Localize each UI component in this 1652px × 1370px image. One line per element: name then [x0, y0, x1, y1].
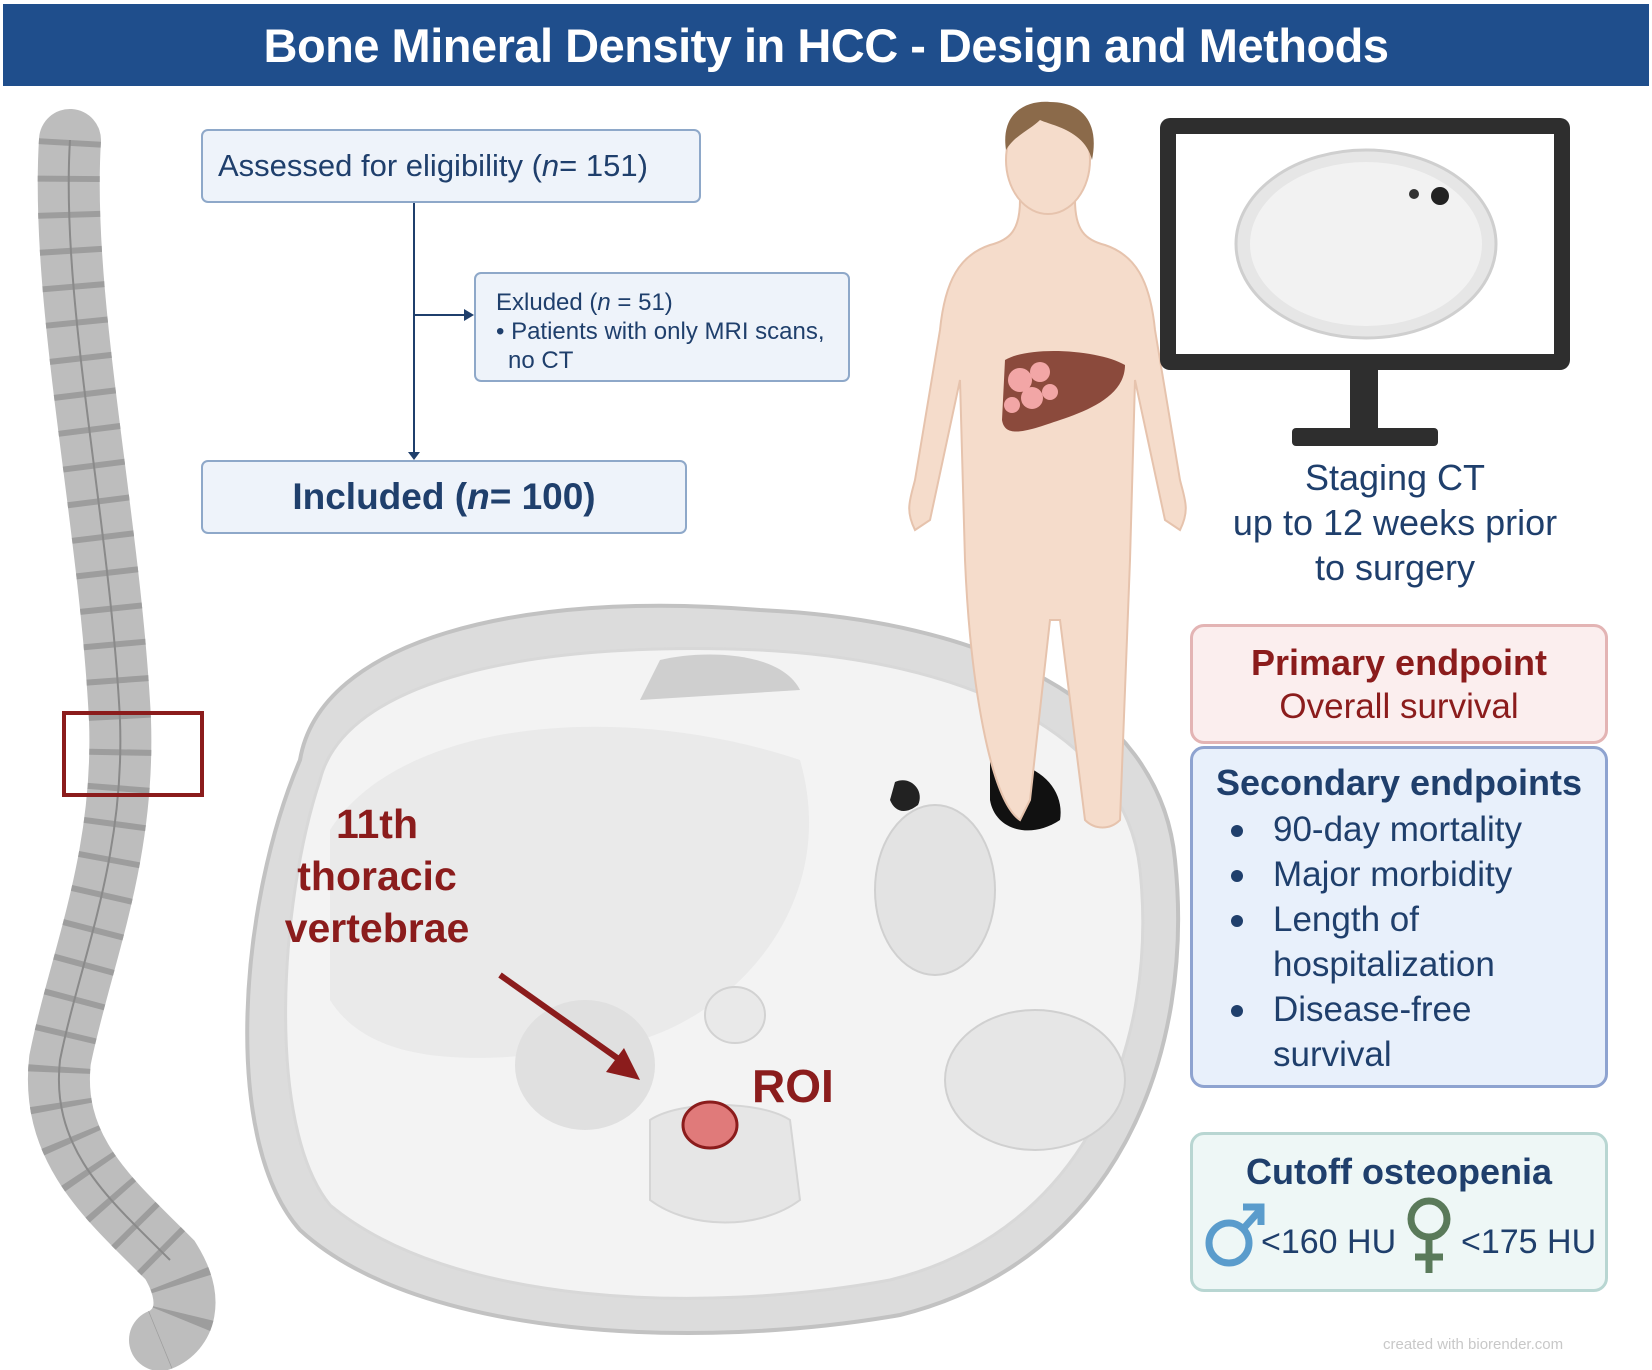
roi-label: ROI	[752, 1060, 834, 1112]
female-cutoff-value: <175 HU	[1461, 1223, 1597, 1261]
vertebra-label-line2: thoracic	[297, 853, 457, 899]
monitor-icon	[1160, 118, 1570, 446]
male-symbol-icon	[1205, 1203, 1265, 1267]
primary-endpoint-value: Overall survival	[1279, 687, 1519, 726]
flow-connectors	[408, 203, 474, 460]
ct-scan-image	[245, 603, 1181, 1335]
arrow-icon	[498, 972, 640, 1080]
assessed-rest: = 151)	[559, 148, 648, 183]
excluded-reason: • Patients with only MRI scans,	[496, 318, 825, 345]
included-n: n	[467, 476, 490, 517]
cutoff-title: Cutoff osteopenia	[1246, 1151, 1552, 1192]
list-item: Major morbidity	[1193, 852, 1605, 897]
vertebra-label-line3: vertebrae	[284, 905, 470, 951]
list-item: Length of hospitalization	[1193, 897, 1605, 987]
vertebra-label: 11th thoracic vertebrae	[262, 798, 492, 954]
primary-endpoint-box: Primary endpoint Overall survival	[1190, 624, 1608, 744]
secondary-endpoints-box: Secondary endpoints 90-day mortality Maj…	[1190, 746, 1608, 1088]
excluded-reason-cont: no CT	[508, 347, 574, 374]
staging-line-3: to surgery	[1314, 547, 1476, 588]
list-item: Disease-free survival	[1193, 987, 1605, 1077]
page-title: Bone Mineral Density in HCC - Design and…	[263, 18, 1390, 72]
excluded-count: = 51)	[610, 289, 673, 316]
included-text: Included (	[292, 476, 468, 517]
assessed-text: Assessed for eligibility (	[218, 148, 542, 183]
vertebra-highlight-box	[62, 711, 204, 797]
included-rest: = 100)	[489, 476, 596, 517]
excluded-box: Exluded (n = 51) • Patients with only MR…	[474, 272, 850, 382]
human-body-illustration	[908, 101, 1187, 829]
liver-tumor-illustration	[1002, 350, 1125, 432]
header-banner: Bone Mineral Density in HCC - Design and…	[3, 4, 1649, 86]
vertebra-label-line1: 11th	[335, 801, 419, 847]
primary-endpoint-title: Primary endpoint	[1250, 642, 1548, 683]
watermark: created with biorender.com	[1383, 1336, 1564, 1353]
included-box: Included (n = 100)	[201, 460, 687, 534]
secondary-endpoints-list: 90-day mortality Major morbidity Length …	[1193, 807, 1605, 1077]
spine-illustration	[27, 109, 216, 1370]
male-cutoff-value: <160 HU	[1261, 1223, 1397, 1261]
secondary-endpoints-title: Secondary endpoints	[1215, 762, 1583, 803]
assessed-n: n	[541, 148, 560, 183]
excluded-line1: Exluded (n = 51)	[496, 288, 848, 317]
staging-ct-text: Staging CT up to 12 weeks prior to surge…	[1195, 455, 1595, 590]
staging-line-1: Staging CT	[1304, 457, 1486, 498]
assessed-box: Assessed for eligibility (n = 151)	[201, 129, 701, 203]
roi-circle	[681, 1100, 739, 1150]
list-item: 90-day mortality	[1193, 807, 1605, 852]
cutoff-osteopenia-box: Cutoff osteopenia <160 HU <175 HU	[1190, 1132, 1608, 1292]
excluded-label: Exluded (	[496, 289, 598, 316]
female-symbol-icon	[1407, 1197, 1451, 1273]
staging-line-2: up to 12 weeks prior	[1232, 502, 1558, 543]
excluded-n: n	[597, 289, 611, 316]
